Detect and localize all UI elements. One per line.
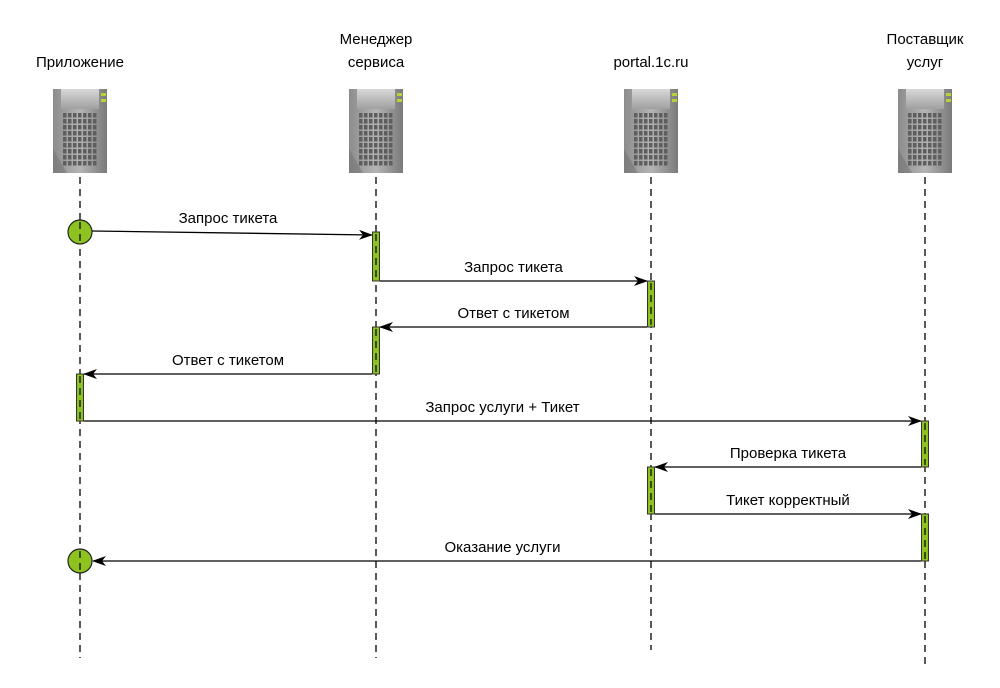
message-label: Оказание услуги — [444, 539, 560, 556]
participant-portal: portal.1c.ru — [613, 54, 689, 173]
activation-bar — [647, 466, 655, 515]
participant-label: Приложение — [36, 54, 124, 71]
activation-bar — [372, 231, 380, 282]
participant-label: услуг — [907, 54, 944, 71]
message-arrow: Оказание услуги — [92, 539, 921, 566]
server-icon — [349, 89, 403, 173]
end-node — [67, 548, 93, 574]
participant-label: Менеджер — [340, 31, 413, 48]
server-icon — [53, 89, 107, 173]
participant-app: Приложение — [36, 54, 124, 173]
start-node — [67, 219, 93, 245]
activation-bar — [372, 326, 380, 375]
message-arrow: Запрос тикета — [380, 259, 648, 286]
message-arrow: Ответ с тикетом — [379, 305, 647, 332]
activation-bar — [921, 513, 929, 562]
message-arrow: Запрос тикета — [91, 210, 373, 240]
message-label: Тикет корректный — [726, 492, 850, 509]
message-label: Ответ с тикетом — [457, 305, 569, 322]
message-label: Проверка тикета — [730, 445, 847, 462]
participant-label: portal.1c.ru — [613, 54, 688, 71]
server-icon — [624, 89, 678, 173]
activation-bar — [921, 420, 929, 468]
activation-bar — [647, 280, 655, 328]
message-label: Ответ с тикетом — [172, 352, 284, 369]
message-arrow: Проверка тикета — [654, 445, 921, 472]
message-arrow: Ответ с тикетом — [83, 352, 372, 379]
message-label: Запрос тикета — [464, 259, 563, 276]
message-label: Запрос услуги + Тикет — [425, 399, 579, 416]
participant-label: Поставщик — [887, 31, 964, 48]
message-label: Запрос тикета — [179, 210, 278, 227]
participant-provider: Поставщик услуг — [887, 31, 964, 173]
message-arrow: Тикет корректный — [655, 492, 922, 519]
participant-label: сервиса — [348, 54, 405, 71]
server-icon — [898, 89, 952, 173]
message-arrow: Запрос услуги + Тикет — [84, 399, 922, 426]
activation-bar — [76, 373, 84, 422]
participant-manager: Менеджер сервиса — [340, 31, 413, 173]
